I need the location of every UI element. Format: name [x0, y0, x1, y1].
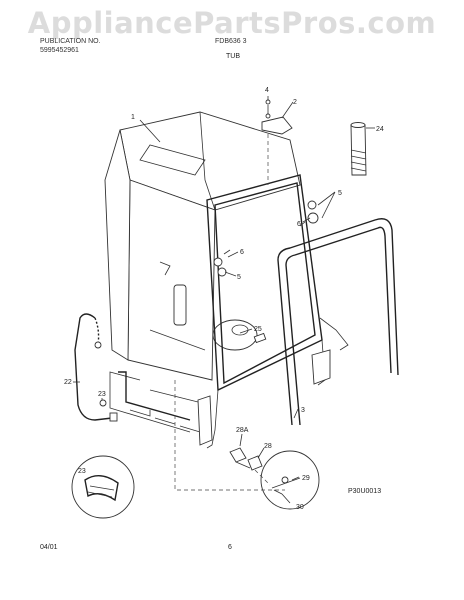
tub-frame — [109, 174, 349, 449]
footer-page: 6 — [228, 544, 232, 551]
door-gasket — [277, 218, 399, 426]
callout-23-detail: 23 — [78, 468, 86, 475]
callout-5-left: 5 — [237, 274, 241, 281]
callout-6-left: 6 — [240, 249, 244, 256]
hinge-spring-cable — [74, 313, 118, 422]
diagram-code: P30U0013 — [348, 488, 381, 495]
callout-25: 25 — [254, 326, 262, 333]
callout-28: 28 — [264, 443, 272, 450]
footer-date: 04/01 — [40, 544, 58, 551]
callout-1: 1 — [131, 114, 135, 121]
callout-24: 24 — [376, 126, 384, 133]
drain-bracket-28 — [174, 380, 285, 491]
callout-23-side: 23 — [98, 391, 106, 398]
watermark: AppliancePartsPros.com — [27, 6, 437, 40]
callout-6-right: 6 — [297, 221, 301, 228]
callout-22: 22 — [64, 379, 72, 386]
callout-4: 4 — [265, 87, 269, 94]
detail-circle-23 — [71, 455, 135, 519]
publication-label: PUBLICATION NO. — [40, 38, 101, 45]
leader-lines — [73, 101, 375, 504]
bracket-2 — [261, 96, 293, 185]
tub-assembly — [104, 111, 301, 381]
callout-5-right: 5 — [338, 190, 342, 197]
spring-24 — [350, 122, 367, 176]
model-number: FDB636 3 — [215, 38, 247, 45]
callout-28a: 28A — [236, 427, 249, 434]
fasteners-5-6 — [213, 200, 319, 277]
publication-number: 5995452961 — [40, 47, 79, 54]
callout-29: 29 — [302, 475, 310, 482]
callout-3: 3 — [301, 407, 305, 414]
detail-circle-29-30 — [260, 450, 320, 510]
callout-30: 30 — [296, 504, 304, 511]
callout-2: 2 — [293, 99, 297, 106]
section-title: TUB — [226, 53, 240, 60]
